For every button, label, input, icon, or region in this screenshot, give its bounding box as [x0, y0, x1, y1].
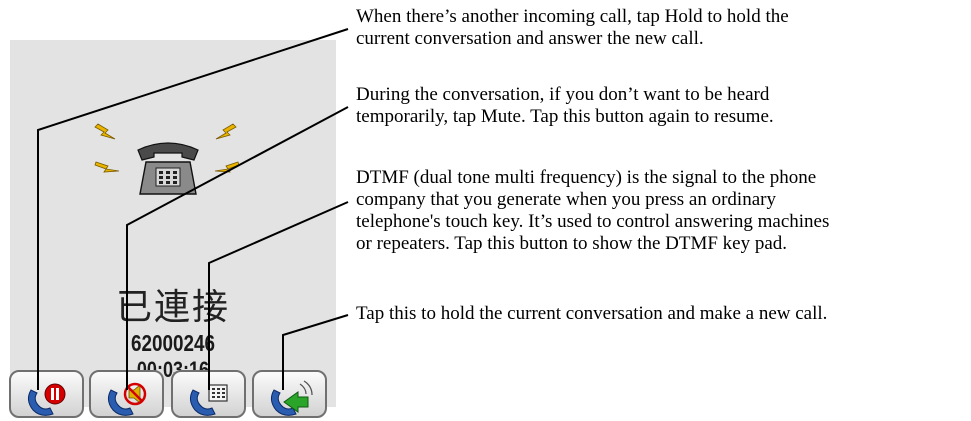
- phone-hold-icon: [27, 383, 66, 416]
- phone-mute-icon: [107, 382, 147, 416]
- hold-button[interactable]: [9, 370, 84, 418]
- phone-call-screen: 已連接 62000246 00:03:16: [10, 40, 336, 407]
- phone-new-call-icon: [270, 380, 313, 416]
- caller-number: 62000246: [131, 330, 215, 356]
- new-call-button[interactable]: [252, 370, 327, 418]
- dtmf-annotation: DTMF (dual tone multi frequency) is the …: [356, 167, 830, 254]
- new-call-annotation: Tap this to hold the current conversatio…: [356, 303, 828, 324]
- phone-keypad-icon: [189, 384, 228, 416]
- mute-annotation: During the conversation, if you don’t wa…: [356, 84, 774, 127]
- hold-annotation: When there’s another incoming call, tap …: [356, 6, 789, 49]
- ringing-telephone-icon: [94, 123, 240, 195]
